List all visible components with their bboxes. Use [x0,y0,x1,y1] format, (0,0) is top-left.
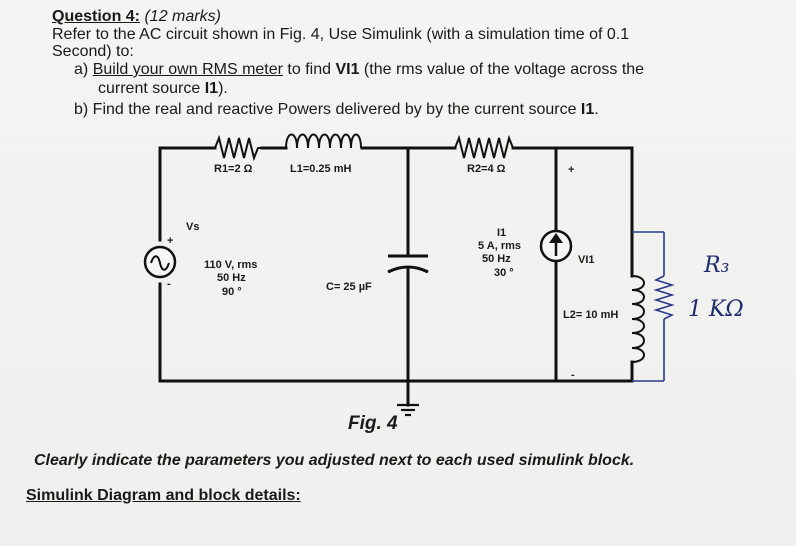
l2-label: L2= 10 mH [563,309,618,321]
item-b-pre: b) Find the real and reactive Powers del… [74,101,581,118]
r3-handwritten-label: R₃ [703,253,729,278]
item-b-post: . [594,101,599,118]
vi1-minus-label: - [571,369,575,381]
ground-icon [397,403,419,417]
question-line-2: Second) to: [52,43,134,60]
r2-label: R2=4 Ω [467,163,506,175]
r2-resistor [454,134,514,159]
i1-arrow-head [549,233,563,243]
r1-resistor [214,134,262,162]
l2-inductor [631,275,645,363]
item-a-rest: to find [282,61,336,78]
item-a-underlined: Build your own RMS meter [92,61,283,78]
item-a-line2-var: I1 [204,80,219,97]
item-a-line2-pre: current source [98,80,205,97]
r3-resistor-zigzag [653,275,675,320]
vs-value-label: 110 V, rms [204,259,257,271]
item-a-line-2: current source I1). [98,80,228,98]
r3-hand-drawn [632,231,675,382]
vs-name-label: Vs [186,221,199,233]
item-a-tail: (the rms value of the voltage across the [359,61,645,78]
vs-minus-label: - [167,278,171,290]
question-marks: (12 marks) [144,8,221,25]
vi1-name-label: VI1 [578,254,595,266]
i1-phase-label: 30 ° [494,267,514,279]
l1-inductor [285,133,362,149]
question-title: Question 4: (12 marks) [52,8,221,26]
diagram-heading: Simulink Diagram and block details: [26,487,301,504]
i1-value-label: 5 A, rms [478,240,521,252]
item-a-var: VI1 [335,61,360,78]
cap-label: C= 25 µF [326,281,372,293]
item-a-line2-post: ). [218,80,228,97]
r1-label: R1=2 Ω [214,163,253,175]
question-label: Question 4: [52,8,141,25]
l1-label: L1=0.25 mH [290,163,352,175]
figure-caption: Fig. 4 [348,413,398,434]
i1-freq-label: 50 Hz [482,253,511,265]
vs-plus-label: + [167,235,173,247]
vs-phase-label: 90 ° [222,286,242,298]
r3-handwritten-value: 1 KΩ [688,297,744,322]
vs-freq-label: 50 Hz [217,272,246,284]
item-b: b) Find the real and reactive Powers del… [74,101,599,119]
question-line-1: Refer to the AC circuit shown in Fig. 4,… [52,26,630,43]
vs-sine-icon [150,255,170,271]
item-a-prefix: a) [74,61,89,78]
i1-name-label: I1 [497,227,506,239]
item-b-var: I1 [580,101,595,118]
instruction-text: Clearly indicate the parameters you adju… [34,452,635,469]
capacitor-plate-bottom [387,265,429,274]
vi1-plus-label: + [568,164,574,176]
item-a-line-1: a) Build your own RMS meter to find VI1 … [74,61,644,79]
